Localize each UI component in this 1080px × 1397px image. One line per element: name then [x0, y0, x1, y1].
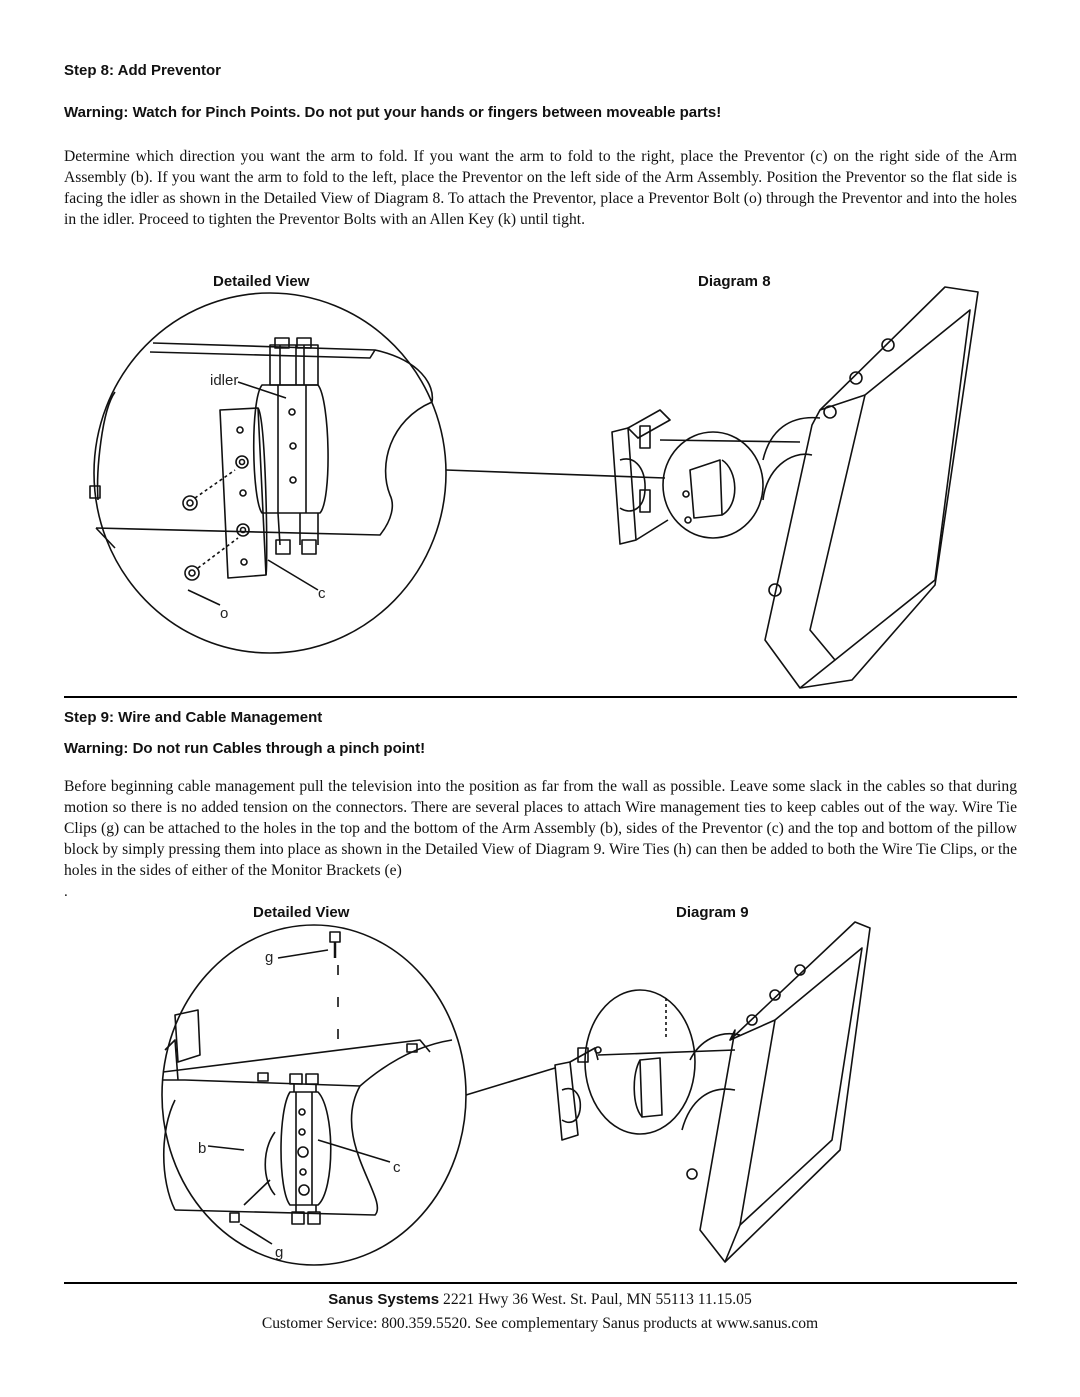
- detail-circle-8-small: [662, 431, 764, 539]
- detail-circle-9-small: [584, 989, 696, 1135]
- callout-g-top: g: [265, 949, 273, 966]
- step8-heading: Step 8: Add Preventor: [64, 62, 221, 79]
- callout-idler: idler: [210, 372, 238, 389]
- callout-g-bottom: g: [275, 1244, 283, 1261]
- callout-b: b: [198, 1140, 206, 1157]
- footer-address-line: Sanus Systems 2221 Hwy 36 West. St. Paul…: [0, 1291, 1080, 1309]
- footer-company: Sanus Systems: [328, 1291, 440, 1308]
- step9-diagram-label: Diagram 9: [676, 904, 749, 921]
- step9-detail-label: Detailed View: [253, 904, 350, 921]
- step8-body: Determine which direction you want the a…: [64, 148, 1017, 228]
- callout-o-8: o: [220, 605, 228, 622]
- stray-period: .: [64, 884, 68, 900]
- footer-service: Customer Service: 800.359.5520. See comp…: [261, 1315, 819, 1332]
- step8-warning: Warning: Watch for Pinch Points. Do not …: [64, 104, 722, 121]
- step9-body: Before beginning cable management pull t…: [64, 778, 1017, 879]
- detail-circle-8: [93, 292, 447, 654]
- callout-c-9: c: [393, 1159, 401, 1176]
- step9-warning: Warning: Do not run Cables through a pin…: [64, 740, 426, 757]
- footer-address: 2221 Hwy 36 West. St. Paul, MN 55113 11.…: [443, 1291, 752, 1308]
- step9-heading: Step 9: Wire and Cable Management: [64, 709, 323, 726]
- callout-c-8: c: [318, 585, 326, 602]
- footer-divider: [64, 1282, 1017, 1284]
- step8-detail-label: Detailed View: [213, 273, 310, 290]
- section-divider: [64, 696, 1017, 698]
- step8-diagram-label: Diagram 8: [698, 273, 771, 290]
